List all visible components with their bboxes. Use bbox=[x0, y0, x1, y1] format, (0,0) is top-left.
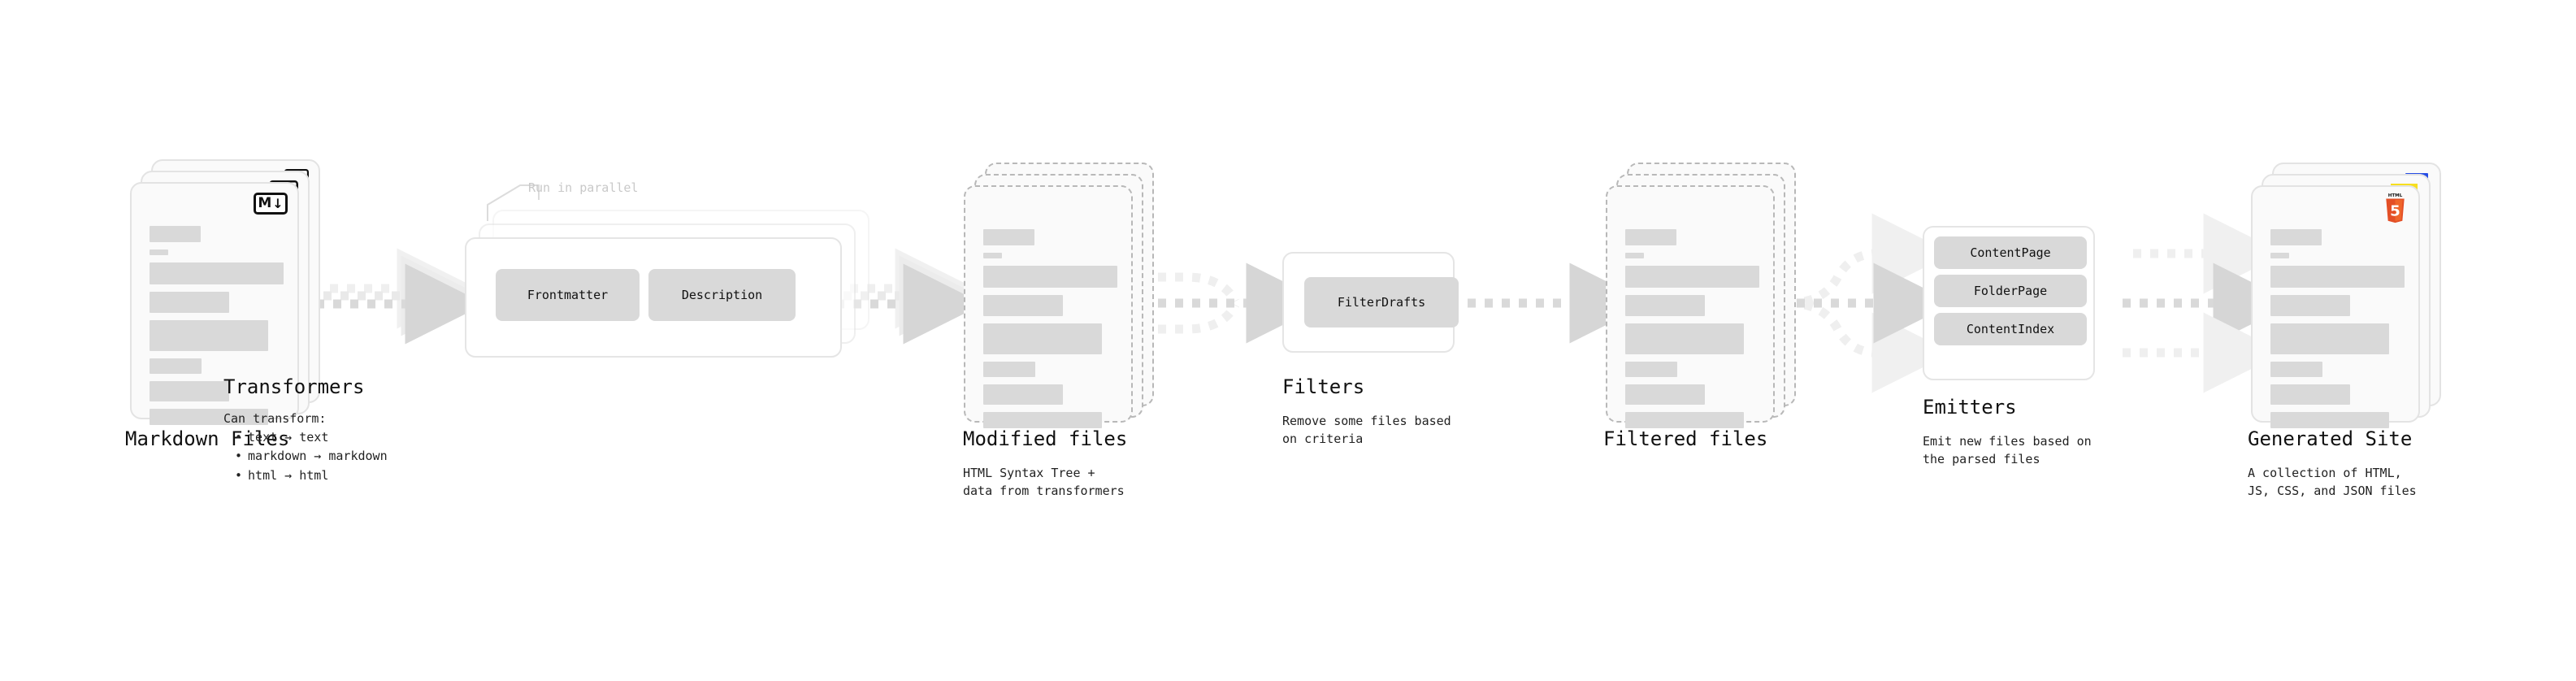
svg-text:HTML: HTML bbox=[2388, 193, 2403, 198]
transform-item: html → html bbox=[235, 466, 388, 485]
skeleton-bar bbox=[2270, 229, 2322, 245]
arrow-modified-to-filters-merge bbox=[1141, 262, 1327, 344]
skeleton-bar bbox=[2270, 362, 2322, 377]
html5-shield-icon: HTML 5 bbox=[2386, 193, 2405, 223]
transform-item: markdown → markdown bbox=[235, 447, 388, 466]
html5-badge: HTML 5 bbox=[2383, 193, 2408, 223]
filter-chip-filterdrafts[interactable]: FilterDrafts bbox=[1304, 277, 1459, 327]
transformer-card-front: Frontmatter Description bbox=[465, 237, 842, 358]
generated-site-caption: A collection of HTML, JS, CSS, and JSON … bbox=[2248, 466, 2417, 498]
doc-skeleton-bars bbox=[150, 226, 284, 432]
skeleton-bar bbox=[2270, 323, 2389, 354]
filters-caption: Remove some files based on criteria bbox=[1282, 414, 1451, 446]
skeleton-bar bbox=[150, 249, 168, 255]
transformers-caption-intro: Can transform: bbox=[223, 411, 327, 426]
skeleton-bar bbox=[150, 226, 201, 242]
skeleton-bar bbox=[2270, 253, 2289, 258]
modified-files-title: Modified files bbox=[963, 427, 1128, 450]
emitters-caption: Emit new files based on the parsed files bbox=[1923, 434, 2092, 466]
filters-title: Filters bbox=[1282, 375, 1365, 398]
transformer-chip-frontmatter[interactable]: Frontmatter bbox=[496, 269, 640, 321]
skeleton-bar bbox=[1625, 253, 1644, 258]
skeleton-bar bbox=[2270, 384, 2350, 405]
transformers-transform-list: text → text markdown → markdown html → h… bbox=[223, 428, 388, 485]
markdown-badge-arrow: ↓ bbox=[272, 195, 284, 211]
transform-item: text → text bbox=[235, 428, 388, 447]
arrow-emitters-to-site bbox=[2123, 213, 2294, 393]
emitter-chip-folderpage[interactable]: FolderPage bbox=[1934, 275, 2087, 307]
arrow-markdown-to-transformers bbox=[316, 248, 486, 345]
transformers-title: Transformers bbox=[223, 375, 365, 398]
skeleton-bar bbox=[1625, 412, 1744, 428]
filtered-doc-front bbox=[1606, 185, 1775, 428]
skeleton-bar bbox=[1625, 229, 1676, 245]
skeleton-bar bbox=[150, 409, 268, 425]
skeleton-bar bbox=[1625, 384, 1705, 405]
filters-box: FilterDrafts bbox=[1282, 252, 1459, 353]
skeleton-bar bbox=[2270, 412, 2389, 428]
skeleton-bar bbox=[983, 323, 1102, 354]
svg-text:5: 5 bbox=[2390, 203, 2400, 220]
skeleton-bar bbox=[2270, 266, 2405, 288]
filtered-files-title: Filtered files bbox=[1603, 427, 1768, 450]
skeleton-bar bbox=[150, 262, 284, 284]
modified-doc-front bbox=[964, 185, 1133, 428]
skeleton-bar bbox=[1625, 323, 1744, 354]
skeleton-bar bbox=[150, 320, 268, 351]
modified-files-caption: HTML Syntax Tree + data from transformer… bbox=[963, 466, 1125, 498]
doc-skeleton-bars bbox=[983, 229, 1117, 436]
markdown-doc-front: M↓ bbox=[130, 182, 299, 425]
skeleton-bar bbox=[1625, 362, 1677, 377]
generated-site-title: Generated Site bbox=[2248, 427, 2413, 450]
skeleton-bar bbox=[983, 384, 1063, 405]
doc-skeleton-bars bbox=[2270, 229, 2405, 436]
skeleton-bar bbox=[983, 266, 1117, 288]
markdown-badge-letter: M bbox=[258, 195, 272, 211]
skeleton-bar bbox=[150, 358, 202, 374]
skeleton-bar bbox=[983, 412, 1102, 428]
emitter-chip-contentindex[interactable]: ContentIndex bbox=[1934, 313, 2087, 345]
skeleton-bar bbox=[150, 292, 229, 313]
skeleton-bar bbox=[1625, 266, 1759, 288]
emitter-chip-contentpage[interactable]: ContentPage bbox=[1934, 236, 2087, 269]
site-doc-front: HTML 5 bbox=[2251, 185, 2420, 428]
skeleton-bar bbox=[983, 253, 1002, 258]
skeleton-bar bbox=[2270, 295, 2350, 316]
markdown-badge: M↓ bbox=[254, 193, 288, 215]
run-in-parallel-label: Run in parallel bbox=[528, 180, 639, 195]
emitters-box: ContentPage FolderPage ContentIndex bbox=[1923, 226, 2095, 380]
skeleton-bar bbox=[983, 295, 1063, 316]
transformer-chip-description[interactable]: Description bbox=[648, 269, 796, 321]
skeleton-bar bbox=[150, 381, 229, 401]
doc-skeleton-bars bbox=[1625, 229, 1759, 436]
skeleton-bar bbox=[1625, 295, 1705, 316]
skeleton-bar bbox=[983, 229, 1034, 245]
emitters-title: Emitters bbox=[1923, 396, 2017, 419]
skeleton-bar bbox=[983, 362, 1035, 377]
